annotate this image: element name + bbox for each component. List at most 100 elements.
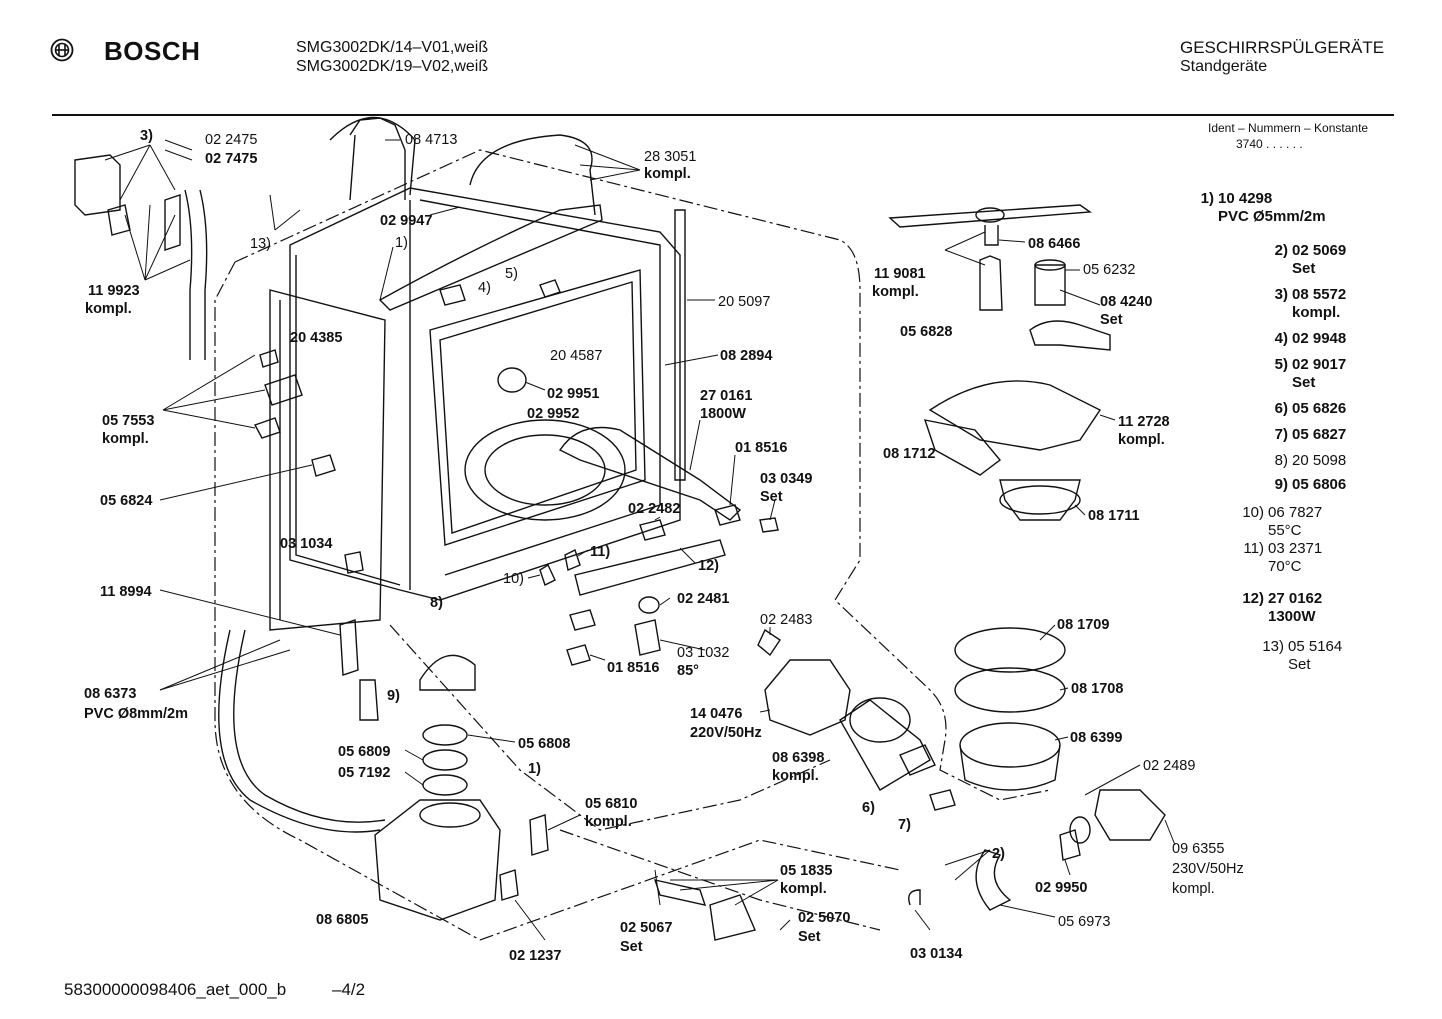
label-2: 2) [992, 846, 1005, 862]
label-3: 3) [140, 128, 153, 144]
ident-value: 3740 . . . . . . [1236, 137, 1303, 151]
legend-item: 6)05 6826 [1260, 400, 1347, 418]
legend-item-number: 5) [1274, 356, 1288, 373]
label-kompl-f: kompl. [780, 881, 827, 897]
label-096355: 09 6355 [1172, 841, 1224, 857]
legend-item-line: 1300W [1268, 608, 1316, 625]
label-086373: 08 6373 [84, 686, 136, 702]
legend-item-line: kompl. [1292, 304, 1341, 321]
label-1a: 1) [395, 235, 408, 251]
label-set-a: Set [760, 489, 783, 505]
label-057192: 05 7192 [338, 765, 390, 781]
label-086466: 08 6466 [1028, 236, 1080, 252]
legend-item-line: 05 5164 [1288, 638, 1343, 655]
label-086398: 08 6398 [772, 750, 824, 766]
label-9: 9) [387, 688, 400, 704]
label-kompl-i: kompl. [1172, 881, 1215, 897]
label-051835: 05 1835 [780, 863, 832, 879]
label-018516a: 01 8516 [735, 440, 787, 456]
label-230v: 230V/50Hz [1172, 861, 1244, 877]
legend-item-text: 05 6826 [1292, 400, 1346, 418]
tub-outline [234, 149, 1051, 801]
label-018516b: 01 8516 [607, 660, 659, 676]
legend-item-number: 10) [1242, 504, 1264, 521]
diagram-labels: 3) 02 2475 02 7475 08 4713 28 3051 kompl… [84, 128, 1244, 964]
legend-item-text: 02 9948 [1292, 330, 1346, 348]
leader-lines [104, 139, 1176, 941]
label-set-c: Set [798, 929, 821, 945]
label-025070: 02 5070 [798, 910, 850, 926]
legend-item-number: 2) [1274, 242, 1288, 259]
label-031032: 03 1032 [677, 645, 729, 661]
label-056808: 05 6808 [518, 736, 570, 752]
label-set-d: Set [1100, 312, 1123, 328]
category-line-2: Standgeräte [1180, 58, 1268, 75]
label-kompl-a: kompl. [644, 166, 691, 182]
label-1800w: 1800W [700, 406, 746, 422]
label-025067: 02 5067 [620, 920, 672, 936]
label-029950: 02 9950 [1035, 880, 1087, 896]
label-6: 6) [862, 800, 875, 816]
legend-item-line: 08 5572 [1292, 286, 1347, 303]
circulation-pump [764, 659, 931, 791]
legend-item-line: 02 9017 [1292, 356, 1347, 373]
side-heater-rail [558, 209, 742, 521]
label-056828: 05 6828 [900, 324, 952, 340]
label-086399: 08 6399 [1070, 730, 1122, 746]
legend-item-line: 02 9948 [1292, 330, 1347, 347]
sump-outline [389, 624, 831, 831]
ident-label: Ident – Nummern – Konstante [1208, 121, 1369, 135]
legend-item-line: 05 6826 [1292, 400, 1347, 417]
legend-item-line: 27 0162 [1268, 590, 1323, 607]
label-112728: 11 2728 [1118, 414, 1170, 430]
legend-item-line: 03 2371 [1268, 540, 1323, 557]
label-021237: 02 1237 [509, 948, 561, 964]
label-13: 13) [250, 236, 271, 252]
label-022481: 02 2481 [677, 591, 729, 607]
label-220v: 220V/50Hz [690, 725, 762, 741]
label-pvc8: PVC Ø8mm/2m [84, 706, 188, 722]
label-029951: 02 9951 [547, 386, 599, 402]
legend-item-number: 11) [1243, 540, 1264, 557]
label-kompl-e: kompl. [585, 814, 632, 830]
label-119923: 11 9923 [88, 283, 140, 299]
legend-item: 8)20 5098 [1260, 452, 1347, 470]
label-027475: 02 7475 [205, 151, 257, 167]
label-5: 5) [505, 266, 518, 282]
label-081709: 08 1709 [1057, 617, 1109, 633]
legend-item-line: 02 5069 [1292, 242, 1347, 259]
label-081712: 08 1712 [883, 446, 935, 462]
label-kompl-g: kompl. [872, 284, 919, 300]
model-line-2: SMG3002DK/19–V02,weiß [296, 58, 489, 75]
legend-item-line: Set [1288, 656, 1311, 673]
legend-item-number: 12) [1242, 590, 1264, 607]
label-7: 7) [898, 817, 911, 833]
legend-item-number: 1) [1200, 190, 1214, 207]
label-kompl-d: kompl. [772, 768, 819, 784]
label-084713: 08 4713 [405, 132, 457, 148]
label-10: 10) [503, 571, 524, 587]
label-kompl-h: kompl. [1118, 432, 1165, 448]
label-8: 8) [430, 595, 443, 611]
label-204385: 20 4385 [290, 330, 342, 346]
label-4: 4) [478, 280, 491, 296]
legend-item-line: Set [1292, 374, 1316, 391]
label-kompl-c: kompl. [102, 431, 149, 447]
label-084240: 08 4240 [1100, 294, 1152, 310]
label-056824: 05 6824 [100, 493, 152, 509]
legend-item-text: 20 5098 [1292, 452, 1346, 470]
legend-item-line: 55°C [1268, 522, 1302, 539]
legend-item-line: 05 6827 [1292, 426, 1347, 443]
